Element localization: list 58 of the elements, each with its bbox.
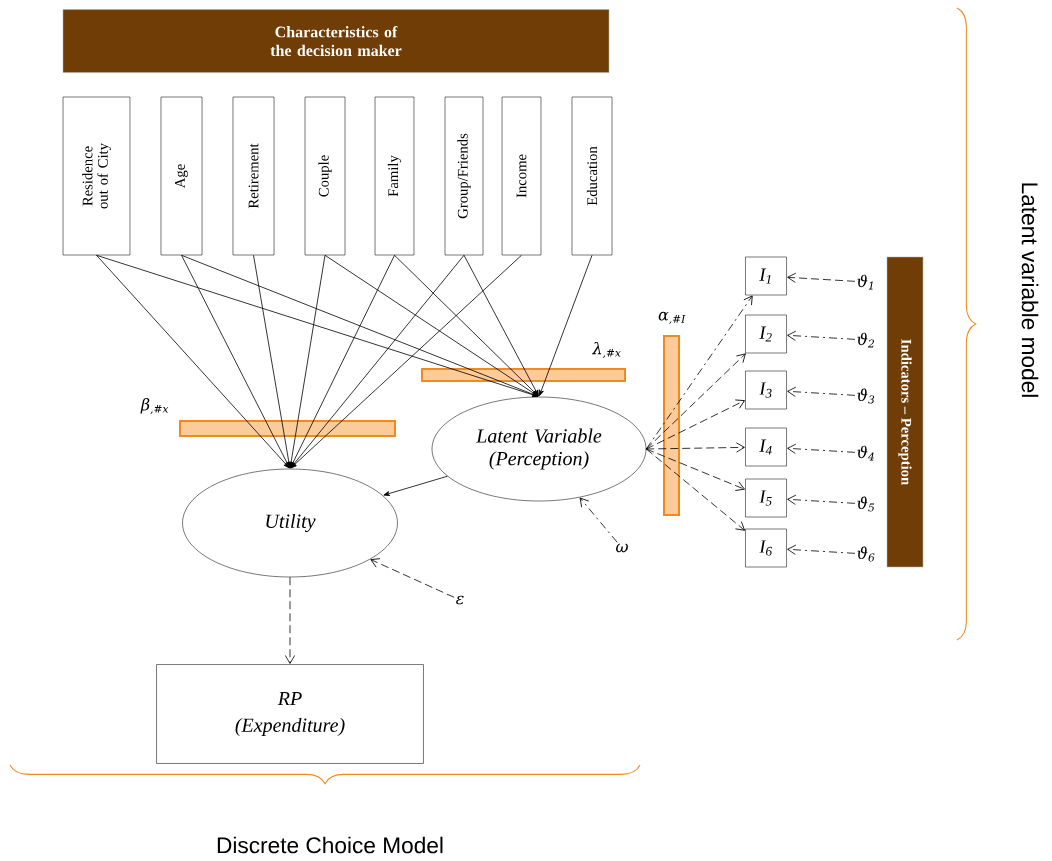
attribute-box: Income	[501, 96, 542, 256]
arrow	[787, 544, 856, 555]
arrow	[579, 497, 618, 543]
arrow	[463, 254, 539, 397]
arrow	[290, 254, 395, 469]
arrow	[383, 475, 448, 496]
arrow	[645, 448, 745, 531]
arrow	[787, 272, 856, 283]
attribute-box: Couple	[304, 96, 346, 256]
arrow	[539, 254, 593, 397]
section-label: Discrete Choice Model	[217, 836, 443, 854]
error-term: ϑ$_{4}$	[857, 445, 874, 461]
header-band: Characteristics of the decision maker	[62, 9, 610, 73]
error-term: ϑ$_{6}$	[857, 546, 875, 562]
arrow	[284, 576, 296, 664]
arrow	[181, 254, 290, 469]
side-band: Indicators – Perception	[886, 256, 924, 568]
attribute-box: Family	[374, 96, 415, 256]
error-term: ω	[616, 543, 628, 553]
indicator-box: I$_{3}$	[745, 370, 787, 410]
coefficient-label: β$_{,#x}$	[140, 397, 169, 415]
arrow	[290, 254, 465, 469]
attribute-box: Residence out of City	[62, 96, 131, 256]
error-term: ε	[456, 595, 464, 605]
error-term: ϑ$_{2}$	[857, 332, 875, 348]
section-label: Latent variable model	[1021, 183, 1039, 397]
arrow	[181, 254, 539, 397]
arrow	[290, 254, 522, 469]
arrow	[394, 254, 539, 397]
arrow	[787, 443, 856, 454]
arrow	[96, 254, 290, 469]
attribute-box: Education	[571, 96, 613, 256]
arrow	[787, 494, 856, 505]
indicator-box: I$_{6}$	[745, 528, 787, 568]
arrow	[645, 442, 745, 453]
outcome-box: RP (Expenditure)	[156, 664, 424, 764]
arrow	[645, 399, 745, 450]
arrow	[645, 448, 745, 491]
indicator-box: I$_{1}$	[745, 256, 787, 296]
coefficient-label: λ$_{,#x}$	[591, 341, 621, 359]
attribute-box: Group/Friends	[444, 96, 484, 256]
arrow	[324, 254, 539, 397]
arrow	[253, 254, 292, 468]
attribute-box: Age	[160, 96, 203, 256]
arrow	[645, 295, 753, 450]
error-term: ϑ$_{3}$	[857, 388, 875, 404]
error-term: ϑ$_{5}$	[857, 496, 875, 512]
error-term: ϑ$_{1}$	[857, 274, 873, 290]
coefficient-label: α$_{,#I}$	[658, 311, 686, 325]
indicator-box: I$_{2}$	[745, 314, 787, 354]
arrow	[288, 254, 326, 468]
arrow	[787, 386, 856, 397]
indicator-box: I$_{5}$	[745, 478, 787, 518]
attribute-box: Retirement	[232, 96, 275, 256]
arrow	[645, 353, 746, 450]
arrow	[787, 330, 856, 341]
indicator-box: I$_{4}$	[745, 427, 787, 467]
arrow	[370, 558, 455, 598]
